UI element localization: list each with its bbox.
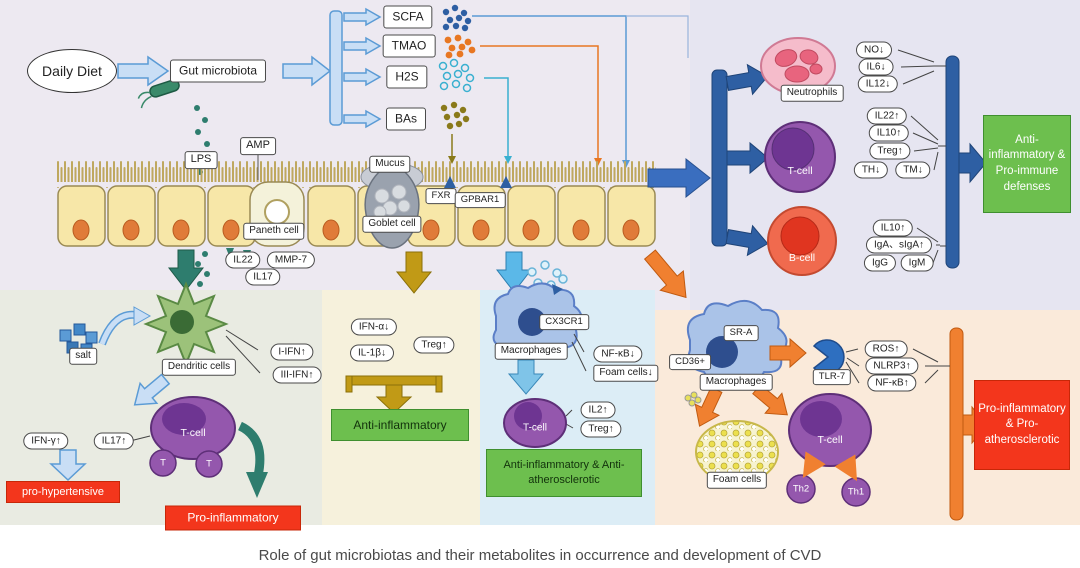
marker-iii-ifn: III-IFN↑ [272, 366, 322, 384]
marker-ros: ROS↑ [864, 340, 908, 358]
outcome-immune: Anti-inflammatory & Pro-immune defenses [983, 115, 1071, 213]
marker-no: NO↓ [856, 41, 892, 59]
figure-caption: Role of gut microbiotas and their metabo… [258, 547, 822, 564]
metabolite-h2s: H2S [386, 65, 428, 89]
small-t2-label: T [206, 458, 212, 470]
outcome-proinflammatory: Pro-inflammatory [165, 505, 301, 531]
il22-marker: IL22 [225, 251, 261, 269]
marker-i-ifn: I-IFN↑ [270, 343, 314, 361]
panel-filler [655, 290, 690, 310]
marker-treg-cream: Treg↑ [413, 336, 455, 354]
marker-ifn-gamma: IFN-γ↑ [23, 432, 69, 450]
th1-label: Th1 [847, 486, 865, 498]
marker-nfkb-down: NF-κB↓ [593, 345, 643, 363]
marker-b-il10: IL10↑ [872, 219, 914, 237]
panel-scfa [322, 290, 480, 525]
marker-il6: IL6↓ [858, 58, 894, 76]
marker-igg: IgG [863, 254, 897, 272]
t-cell-tmao-label: T-cell [817, 434, 843, 446]
amp-label: AMP [240, 137, 276, 155]
lps-label: LPS [184, 151, 218, 169]
small-t1-label: T [160, 457, 166, 469]
macrophages-right-label: Macrophages [699, 373, 773, 391]
outcome-hypertensive: pro-hypertensive [6, 481, 120, 503]
metabolite-bas: BAs [385, 107, 427, 131]
macrophages-mid-label: Macrophages [494, 342, 568, 360]
marker-tm-down: TM↓ [895, 161, 931, 179]
paneth-cell-label: Paneth cell [243, 222, 305, 240]
marker-iga-siga: IgA、sIgA↑ [865, 236, 933, 254]
marker-th-down: TH↓ [853, 161, 889, 179]
outcome-antiinflammatory: Anti-inflammatory [331, 409, 469, 441]
b-cell-label: B-cell [788, 252, 816, 264]
marker-il10-up: IL10↑ [868, 124, 910, 142]
outcome-anti-athero: Anti-inflammatory & Anti-atherosclerotic [486, 449, 642, 497]
cd36-label: CD36+ [669, 354, 711, 370]
marker-igm: IgM [900, 254, 934, 272]
marker-nlrp3: NLRP3↑ [865, 357, 919, 375]
tlr7-label: TLR-7 [812, 369, 852, 385]
marker-il2-up: IL2↑ [580, 401, 616, 419]
fxr-label: FXR [425, 188, 457, 204]
mucus-label: Mucus [369, 155, 411, 173]
marker-il12: IL12↓ [857, 75, 899, 93]
marker-il17-up: IL17↑ [93, 432, 135, 450]
daily-diet-node: Daily Diet [27, 49, 117, 93]
t-cell-mid-label: T-cell [523, 422, 547, 434]
marker-treg-mid: Treg↑ [580, 420, 622, 438]
foam-cells-label: Foam cells [706, 471, 768, 489]
gut-microbiota-node: Gut microbiota [169, 59, 267, 83]
panel-top-left [0, 0, 690, 290]
marker-foamcells-down: Foam cells↓ [593, 364, 659, 382]
neutrophils-label: Neutrophils [780, 84, 844, 102]
t-cell-dendritic-label: T-cell [180, 427, 206, 439]
mmp7-marker: MMP-7 [266, 251, 316, 269]
marker-il22-up: IL22↑ [866, 107, 908, 125]
sr-a-label: SR-A [723, 325, 759, 341]
dendritic-cells-label: Dendritic cells [161, 358, 237, 376]
goblet-cell-label: Goblet cell [362, 215, 422, 233]
outcome-pro-athero: Pro-inflammatory & Pro-atherosclerotic [974, 380, 1070, 470]
gpbar1-label: GPBAR1 [454, 192, 506, 208]
th2-label: Th2 [792, 483, 810, 495]
marker-nfkb-up: NF-κB↑ [867, 374, 917, 392]
metabolite-scfa: SCFA [383, 5, 433, 29]
t-cell-immune-label: T-cell [787, 165, 813, 177]
il17-marker: IL17 [245, 268, 281, 286]
marker-treg-up: Treg↑ [869, 142, 911, 160]
marker-il1b: IL-1β↓ [350, 344, 394, 362]
metabolite-tmao: TMAO [382, 34, 436, 58]
cx3cr1-label: CX3CR1 [539, 314, 589, 330]
marker-ifn-alpha: IFN-α↓ [350, 318, 398, 336]
salt-label: salt [69, 347, 97, 365]
